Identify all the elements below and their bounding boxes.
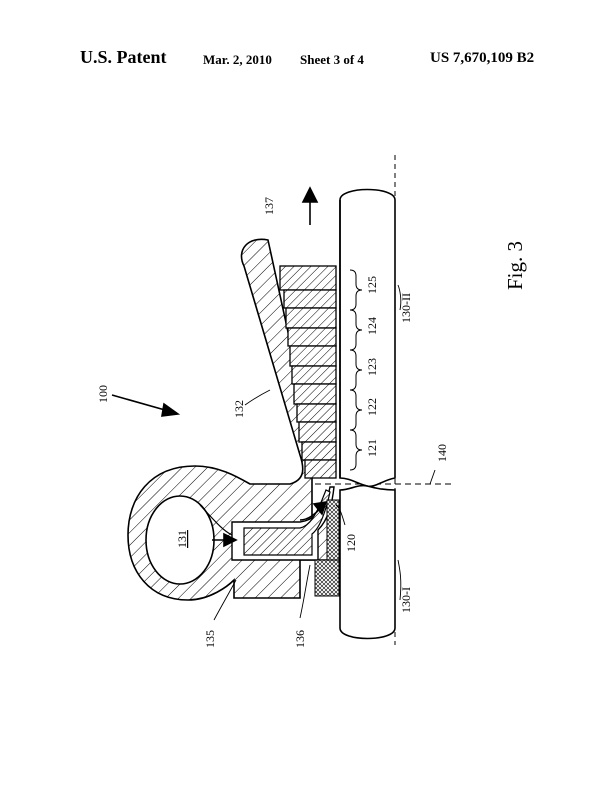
label-131: 131	[175, 530, 189, 548]
seal-element-120	[326, 499, 340, 561]
label-124: 124	[365, 317, 379, 335]
label-130-II: 130-II	[399, 293, 413, 323]
label-120: 120	[344, 534, 358, 552]
label-125: 125	[365, 276, 379, 294]
label-130-I: 130-I	[399, 587, 413, 613]
flow-arrows	[111, 186, 328, 548]
label-136: 136	[293, 630, 307, 648]
label-132: 132	[232, 400, 246, 418]
shaft-130-I	[339, 484, 396, 640]
patent-date: Mar. 2, 2010	[203, 52, 272, 67]
leader-lines	[213, 284, 436, 621]
label-121: 121	[365, 439, 379, 457]
group-braces	[349, 269, 363, 471]
shaft-130-II	[339, 188, 396, 488]
figure-caption: Fig. 3	[503, 241, 527, 290]
nozzle-insert	[243, 489, 331, 556]
label-140: 140	[435, 444, 449, 462]
sheet-number: Sheet 3 of 4	[300, 52, 364, 67]
reference-labels: 100 131 132 135 136 137 120 121 122 123 …	[96, 197, 449, 648]
label-122: 122	[365, 398, 379, 416]
labyrinth-seal-teeth	[279, 265, 337, 479]
label-100: 100	[96, 385, 110, 403]
label-123: 123	[365, 358, 379, 376]
label-135: 135	[203, 630, 217, 648]
patent-header-title: U.S. Patent	[80, 47, 167, 67]
patent-number: US 7,670,109 B2	[430, 50, 535, 66]
label-137: 137	[262, 197, 276, 215]
